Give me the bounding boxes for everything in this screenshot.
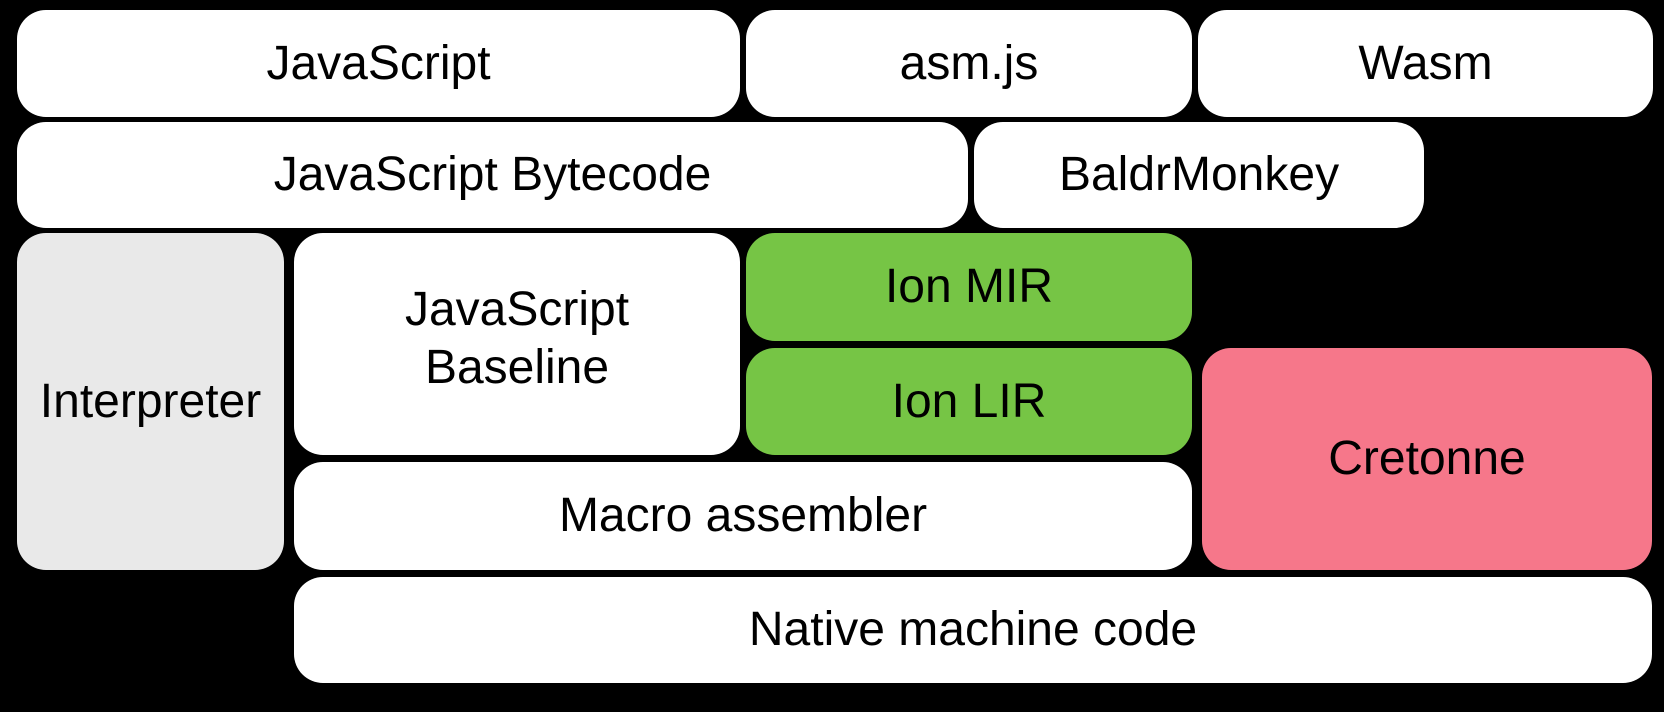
box-macro-assembler: Macro assembler [294, 462, 1192, 570]
box-javascript: JavaScript [17, 10, 740, 117]
box-interpreter: Interpreter [17, 233, 284, 570]
box-ion-lir: Ion LIR [746, 348, 1192, 455]
box-javascript-bytecode: JavaScript Bytecode [17, 122, 968, 228]
box-baldrmonkey: BaldrMonkey [974, 122, 1424, 228]
box-javascript-baseline: JavaScript Baseline [294, 233, 740, 455]
box-cretonne: Cretonne [1202, 348, 1652, 570]
box-wasm: Wasm [1198, 10, 1653, 117]
box-asmjs: asm.js [746, 10, 1192, 117]
box-native-machine-code: Native machine code [294, 577, 1652, 683]
box-ion-mir: Ion MIR [746, 233, 1192, 341]
